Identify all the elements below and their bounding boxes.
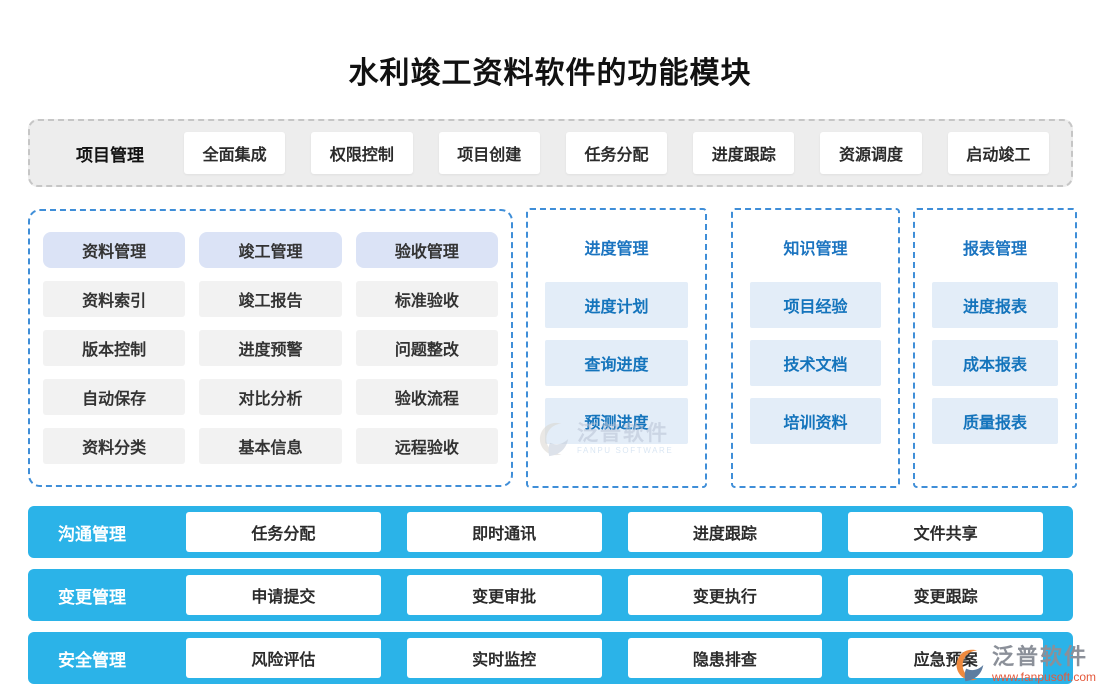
matrix-item-cell: 自动保存 [43,379,186,415]
stack-item: 项目经验 [750,282,881,328]
stack-item: 技术文档 [750,340,881,386]
bar-chip: 进度跟踪 [627,512,823,552]
bar-label: 沟通管理 [58,524,126,544]
fanpu-logo-icon [950,647,986,683]
project-management-items: 全面集成 权限控制 项目创建 任务分配 进度跟踪 资源调度 启动竣工 [184,132,1049,174]
module-chip: 全面集成 [184,132,286,174]
matrix-item-cell: 竣工报告 [199,281,342,317]
stack-header: 报表管理 [962,241,1027,258]
watermark-url-text: www.fanpusoft.com [992,670,1097,685]
bar-chip: 文件共享 [848,512,1043,552]
bar-label: 变更管理 [58,587,126,607]
bar-label: 安全管理 [58,650,126,670]
stack-item: 质量报表 [932,398,1058,444]
fanpu-watermark-center: 泛普软件 FANPU SOFTWARE [533,420,673,458]
fanpu-watermark-corner: 泛普软件 www.fanpusoft.com [950,644,1097,685]
watermark-brand-text: 泛普软件 [992,644,1089,669]
stack-item: 进度计划 [545,282,688,328]
bar-chip: 即时通讯 [406,512,602,552]
bar-chip: 风险评估 [186,638,381,678]
progress-management-group: 进度管理 进度计划 查询进度 预测进度 [526,208,707,488]
watermark-caption-text: FANPU SOFTWARE [577,446,674,456]
bar-chip: 变更执行 [627,575,823,615]
bar-items: 任务分配 即时通讯 进度跟踪 文件共享 [186,512,1043,552]
bar-chip: 实时监控 [406,638,602,678]
stack-item: 查询进度 [545,340,688,386]
matrix-item-cell: 版本控制 [43,330,186,366]
matrix-item-cell: 资料分类 [43,428,186,464]
module-chip: 启动竣工 [947,132,1049,174]
module-chip: 进度跟踪 [693,132,795,174]
matrix-item-cell: 资料索引 [43,281,186,317]
management-matrix-group: 资料管理 竣工管理 验收管理 资料索引 竣工报告 标准验收 版本控制 进度预警 … [28,209,513,487]
matrix-item-cell: 对比分析 [199,379,342,415]
bar-chip: 变更审批 [406,575,602,615]
matrix-item-cell: 远程验收 [355,428,498,464]
stack-header: 进度管理 [584,241,649,258]
stack-item: 成本报表 [932,340,1058,386]
stack-item: 预测进度 [545,398,688,444]
stack-item: 培训资料 [750,398,881,444]
matrix-item-cell: 标准验收 [355,281,498,317]
matrix-header-cell: 资料管理 [43,232,186,268]
bar-chip: 任务分配 [186,512,381,552]
bar-items: 风险评估 实时监控 隐患排查 应急预案 [186,638,1043,678]
stack-header: 知识管理 [783,241,848,258]
matrix-header-cell: 竣工管理 [199,232,342,268]
matrix-item-cell: 基本信息 [199,428,342,464]
module-chip: 项目创建 [438,132,540,174]
module-chip: 资源调度 [820,132,922,174]
safety-management-bar: 安全管理 风险评估 实时监控 隐患排查 应急预案 [28,632,1073,684]
matrix-header-cell: 验收管理 [355,232,498,268]
fanpu-logo-icon [533,420,571,458]
bar-items: 申请提交 变更审批 变更执行 变更跟踪 [186,575,1043,615]
project-management-group: 项目管理 全面集成 权限控制 项目创建 任务分配 进度跟踪 资源调度 启动竣工 [28,119,1073,187]
bar-chip: 变更跟踪 [848,575,1043,615]
knowledge-management-group: 知识管理 项目经验 技术文档 培训资料 [731,208,900,488]
group-label-project-management: 项目管理 [76,145,144,165]
matrix-item-cell: 验收流程 [355,379,498,415]
report-management-group: 报表管理 进度报表 成本报表 质量报表 [913,208,1077,488]
page-title: 水利竣工资料软件的功能模块 [348,57,752,90]
matrix-item-cell: 问题整改 [355,330,498,366]
stack-item: 进度报表 [932,282,1058,328]
bar-chip: 申请提交 [186,575,381,615]
change-management-bar: 变更管理 申请提交 变更审批 变更执行 变更跟踪 [28,569,1073,621]
watermark-brand-text: 泛普软件 [577,422,669,446]
communication-management-bar: 沟通管理 任务分配 即时通讯 进度跟踪 文件共享 [28,506,1073,558]
matrix-item-cell: 进度预警 [199,330,342,366]
bar-chip: 隐患排查 [627,638,823,678]
module-chip: 权限控制 [311,132,413,174]
module-chip: 任务分配 [565,132,668,174]
